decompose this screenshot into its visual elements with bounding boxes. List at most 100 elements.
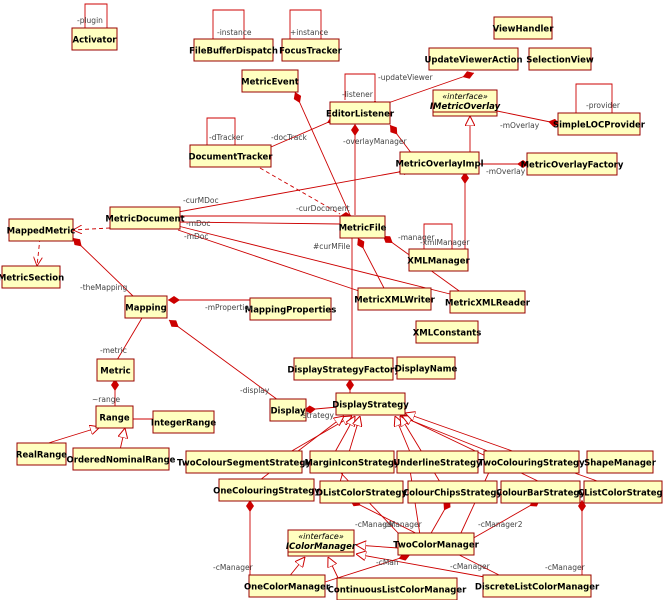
class-update-viewer-action[interactable]: UpdateViewerAction <box>424 47 523 71</box>
class-name: RealRange <box>16 451 67 461</box>
class-simple-loc-provider[interactable]: SimpleLOCProvider <box>553 112 646 136</box>
class-mapping[interactable]: Mapping <box>124 295 168 319</box>
class-name: FileBufferDispatch <box>189 47 278 57</box>
class-imetric-overlay[interactable]: «interface»IMetricOverlay <box>430 89 501 117</box>
class-name: Metric <box>100 367 130 377</box>
assoc-metricdocument-xmlreader <box>177 225 451 295</box>
class-real-range[interactable]: RealRange <box>16 442 67 466</box>
assoc-metricfile-xmlwriter <box>357 237 386 291</box>
class-ordered-nominal-range[interactable]: OrderedNominalRange <box>67 447 176 471</box>
class-mapping-properties[interactable]: MappingProperties <box>245 297 337 321</box>
role-label: -mOverlay <box>486 167 526 176</box>
assoc-metricdocument-metricfile-2 <box>177 221 341 225</box>
role-label: -mDoc <box>184 232 209 241</box>
class-colour-chips-strategy[interactable]: ColourChipsStrategy <box>403 480 502 504</box>
role-label: -cManager <box>545 563 586 572</box>
class-colour-bar-strategy[interactable]: ColourBarStrategy <box>496 480 586 504</box>
class-name: DisplayName <box>395 365 458 375</box>
class-name: MetricXMLWriter <box>354 296 435 306</box>
role-label: -display <box>240 386 270 395</box>
role-label: -mOverlay <box>500 121 540 130</box>
role-label: -cManager2 <box>478 520 523 529</box>
class-editor-listener[interactable]: EditorListener <box>326 101 395 125</box>
assoc-editorlistener-metricoverlay <box>389 124 413 155</box>
class-metric-xml-writer[interactable]: MetricXMLWriter <box>354 287 436 311</box>
class-xml-constants[interactable]: XMLConstants <box>413 320 482 344</box>
assoc-editorlistener-documenttracker <box>263 116 339 151</box>
class-mapped-metric[interactable]: MappedMetric <box>7 218 76 242</box>
role-label: -plugin <box>77 16 103 25</box>
class-integer-range[interactable]: IntegerRange <box>151 410 217 434</box>
class-range[interactable]: Range <box>95 405 134 429</box>
class-name: MetricEvent <box>241 78 299 88</box>
class-underline-strategy[interactable]: UnderlineStrategy <box>393 450 482 474</box>
class-two-colour-segment-strategy[interactable]: TwoColourSegmentStrategy <box>177 450 311 474</box>
class-name: MappingProperties <box>245 306 337 316</box>
assoc-metricevent-metricfile <box>293 91 351 216</box>
class-xml-manager[interactable]: XMLManager <box>407 248 471 272</box>
class-name: Display <box>270 407 306 417</box>
role-label: -curMDoc <box>183 196 219 205</box>
class-margin-icon-strategy[interactable]: MarginIconStrategy <box>304 450 400 474</box>
class-name: MetricOverlayFactory <box>521 161 624 171</box>
class-continuous-list-color-manager[interactable]: ContinuousListColorManager <box>328 577 467 600</box>
class-view-handler[interactable]: ViewHandler <box>493 16 555 40</box>
role-labels: -plugin -instance +instance -updateViewe… <box>77 16 621 572</box>
class-shape-manager[interactable]: ShapeManager <box>584 450 657 474</box>
class-metric-overlay-impl[interactable]: MetricOverlayImpl <box>395 151 484 175</box>
class-name: XMLConstants <box>413 329 482 339</box>
class-name: SelectionView <box>526 56 594 66</box>
class-two-colouring-strategy[interactable]: TwoColouringStrategy <box>478 450 585 474</box>
gen-orderednominal-range <box>120 428 125 451</box>
class-name: ColourBarStrategy <box>496 489 586 499</box>
role-label: +instance <box>290 28 328 37</box>
class-activator[interactable]: Activator <box>71 27 118 51</box>
class-one-color-manager[interactable]: OneColorManager <box>244 574 331 598</box>
class-name: OrderedNominalRange <box>67 456 176 466</box>
class-dlist-color-strategy[interactable]: DListColorStrategy <box>316 480 408 504</box>
assoc-editorlistener-updateviewer <box>387 71 475 104</box>
assoc-mapping-display <box>168 319 279 401</box>
class-selection-view[interactable]: SelectionView <box>526 47 594 71</box>
class-name: CListColorStrategy <box>578 489 663 499</box>
class-metric-section[interactable]: MetricSection <box>0 265 64 289</box>
role-label: -cManager <box>382 520 423 529</box>
class-name: FocusTracker <box>279 47 342 57</box>
self-assoc-focus-tracker <box>289 9 325 51</box>
class-metric-event[interactable]: MetricEvent <box>241 69 299 93</box>
role-label: -manager <box>398 233 435 242</box>
class-clist-color-strategy[interactable]: CListColorStrategy <box>578 480 663 504</box>
class-name: XMLManager <box>407 257 470 267</box>
class-metric-overlay-factory[interactable]: MetricOverlayFactory <box>521 152 624 176</box>
class-focus-tracker[interactable]: FocusTracker <box>279 38 343 62</box>
class-metric-xml-reader[interactable]: MetricXMLReader <box>445 290 531 314</box>
role-label: -cManager <box>450 562 491 571</box>
role-label: -instance <box>217 28 252 37</box>
class-file-buffer-dispatch[interactable]: FileBufferDispatch <box>189 38 278 62</box>
class-name: MetricSection <box>0 274 64 284</box>
class-metric-document[interactable]: MetricDocument <box>105 206 185 230</box>
class-name: TwoColorManager <box>393 541 479 551</box>
class-display-name[interactable]: DisplayName <box>395 356 458 380</box>
class-two-color-manager[interactable]: TwoColorManager <box>393 532 480 556</box>
role-label: #curMFile <box>313 242 351 251</box>
class-name: Mapping <box>125 304 166 314</box>
class-display-strategy-factory[interactable]: DisplayStrategyFactory <box>287 357 400 381</box>
class-display[interactable]: Display <box>269 398 307 422</box>
class-name: ViewHandler <box>493 25 555 35</box>
role-label: -metric <box>100 346 127 355</box>
class-discrete-list-color-manager[interactable]: DiscreteListColorManager <box>475 574 600 598</box>
class-metric-file[interactable]: MetricFile <box>339 215 387 239</box>
assoc-display-displaystrategy <box>303 405 339 414</box>
class-name: IntegerRange <box>151 419 217 429</box>
role-label: -strategy <box>300 411 335 420</box>
class-name: TwoColouringStrategy <box>478 459 585 469</box>
dep-documenttracker-metricfile <box>259 167 341 215</box>
class-one-colouring-strategy[interactable]: OneColouringStrategy <box>213 478 320 502</box>
class-metric[interactable]: Metric <box>96 358 135 382</box>
self-assoc-file-buffer-dispatch <box>209 9 245 51</box>
class-document-tracker[interactable]: DocumentTracker <box>189 144 274 168</box>
class-display-strategy[interactable]: DisplayStrategy <box>332 392 409 416</box>
class-icolor-manager[interactable]: «interface»IColorManager <box>286 529 357 557</box>
